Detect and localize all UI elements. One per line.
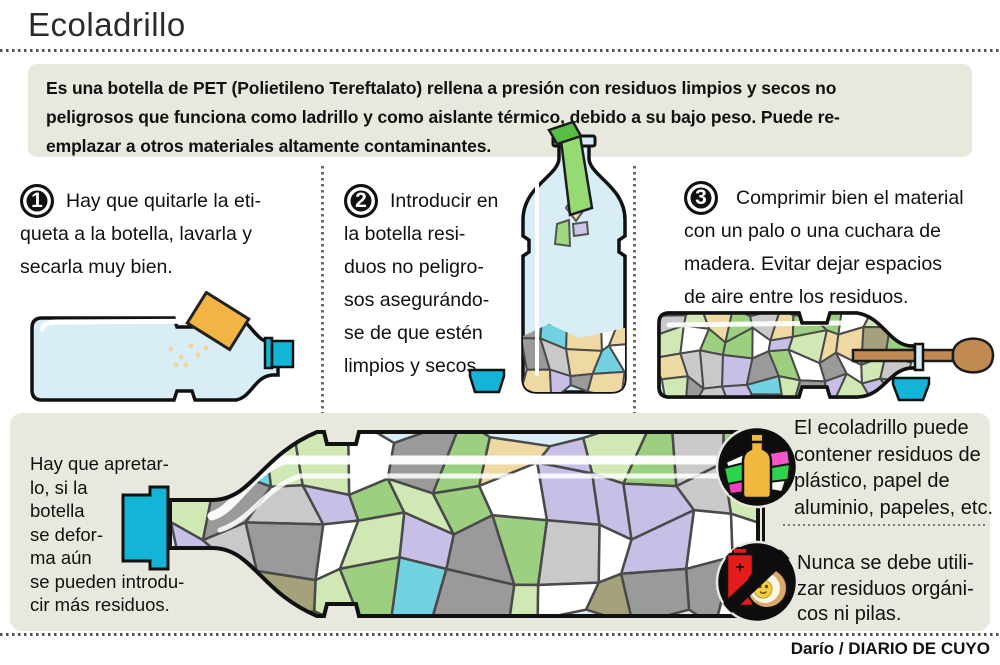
big-ecobrick-illustration (121, 430, 760, 618)
step2-text: Introducir en la botella resi- duos no p… (344, 190, 499, 377)
bottle-cap (270, 339, 295, 369)
bottle-highlight (39, 318, 225, 332)
divider-step2-step3 (633, 166, 636, 414)
falling-piece-lavender (571, 220, 590, 238)
step2-number: 2 (355, 189, 367, 212)
callout-connector-line (762, 503, 765, 547)
no-battery-organic-icon: + - (715, 540, 799, 624)
title-divider (0, 49, 1000, 52)
step1-number: 1 (31, 189, 43, 212)
footer-divider (0, 633, 1000, 636)
step3-number: 3 (695, 186, 707, 209)
step2-cap (468, 368, 506, 394)
step3-number-badge: 3 (684, 181, 718, 215)
step3-cap (891, 376, 931, 402)
falling-piece-green (553, 218, 572, 248)
step3-text: Comprimir bien el material con un palo o… (684, 187, 964, 308)
page-title: Ecoladrillo (28, 6, 186, 43)
callout-contents: El ecoladrillo puede contener residuos d… (794, 417, 994, 519)
callout-separator (783, 524, 985, 526)
step1-number-badge: 1 (20, 184, 54, 218)
peeled-label (185, 291, 251, 352)
big-bottle-cap (121, 485, 170, 571)
credit-line: Darío / DIARIO DE CUYO (790, 639, 990, 658)
callout-prohibited: Nunca se debe utili- zar residuos orgáni… (797, 552, 974, 625)
label-residue-specks (168, 343, 209, 368)
ecobrick-residues (170, 432, 758, 616)
svg-text:+: + (735, 559, 744, 576)
step2-number-badge: 2 (344, 184, 378, 218)
intro-banner: Es una botella de PET (Polietileno Teref… (28, 64, 972, 157)
spoon-handle (851, 348, 955, 363)
step2-bottle-illustration (521, 120, 627, 394)
bottle-mouth-ring (913, 342, 925, 372)
plastic-strip-fold (547, 120, 583, 146)
spoon-paddle (951, 337, 995, 374)
divider-step1-step2 (321, 166, 324, 414)
step1-bottle-illustration (30, 291, 295, 402)
plastic-waste-bottle-icon (715, 425, 799, 509)
bottle-highlight-2 (217, 473, 755, 533)
step3-bottle-illustration (657, 311, 995, 399)
squeeze-note: Hay que apretar- lo, si la botella se de… (30, 453, 185, 615)
step1-text: Hay que quitarle la eti- queta a la bote… (20, 190, 262, 278)
